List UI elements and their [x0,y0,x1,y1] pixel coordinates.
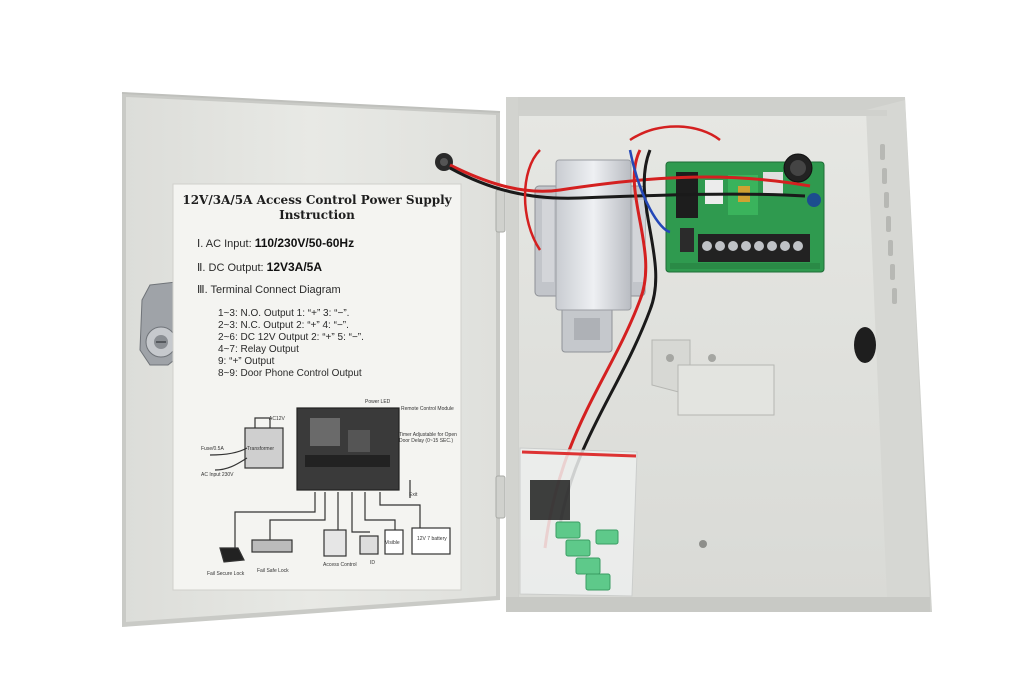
label-power-led: Power LED [365,399,391,405]
instruction-sheet: 12V/3A/5A Access Control Power Supply In… [173,184,461,590]
spec-label: Terminal Connect Diagram [210,284,341,296]
spec-terminal-diagram: Ⅲ. Terminal Connect Diagram [197,283,341,296]
hinge-bottom [495,475,506,519]
label-fuse: Fuse/0.5A [201,446,224,452]
spec-label: AC Input: [205,238,252,250]
label-transformer: Transformer [247,446,275,452]
pcb-board [665,153,825,273]
spec-value: 110/230V/50-60Hz [254,236,355,250]
spec-numeral: Ⅱ. [197,262,206,274]
label-battery: 12V 7 battery [417,536,447,542]
instruction-sheet-paper [172,183,462,591]
terminal-line: 9: “+” Output [218,356,275,367]
vent-slots [880,144,897,304]
terminal-line: 8~9: Door Phone Control Output [218,368,362,379]
label-fail-safe: Fail Safe Lock [257,568,289,574]
sheet-title-line1: 12V/3A/5A Access Control Power Supply [182,193,452,207]
terminal-line: 2~6: DC 12V Output 2: “+” 5: “−”. [218,332,364,343]
wiring-diagram [209,407,451,563]
label-ac-input: AC Input 230V [201,472,234,478]
parts-bag [519,447,638,597]
label-id: ID [370,560,375,566]
spec-dc-output: Ⅱ. DC Output: 12V3A/5A [197,260,322,274]
hinge-top [495,189,506,233]
spec-ac-input: Ⅰ. AC Input: 110/230V/50-60Hz [197,236,354,250]
door-grommet [435,153,453,171]
label-fail-secure: Fail Secure Lock [207,571,245,577]
side-knockout [854,327,876,363]
label-timer: Timer Adjustable for Open Door Delay (0~… [399,432,457,444]
spec-numeral: Ⅲ. [197,284,208,296]
terminal-line: 2~3: N.C. Output 2: “+” 4: “−”. [218,320,349,331]
terminal-line: 1~3: N.O. Output 1: “+” 3: “−”. [218,308,350,319]
bracket [651,339,775,416]
label-ac12v: AC12V [269,416,285,422]
label-visible: Visible [385,540,400,546]
label-remote: Remote Control Module [401,406,454,412]
terminal-line: 4~7: Relay Output [218,344,299,355]
spec-numeral: Ⅰ. [197,238,204,250]
label-exit: Exit [409,492,418,498]
spec-value: 12V3A/5A [266,260,323,274]
spec-label: DC Output: [208,262,264,274]
mount-hole [699,540,707,548]
label-access-control: Access Control [323,562,357,568]
sheet-title-line2: Instruction [279,208,355,222]
